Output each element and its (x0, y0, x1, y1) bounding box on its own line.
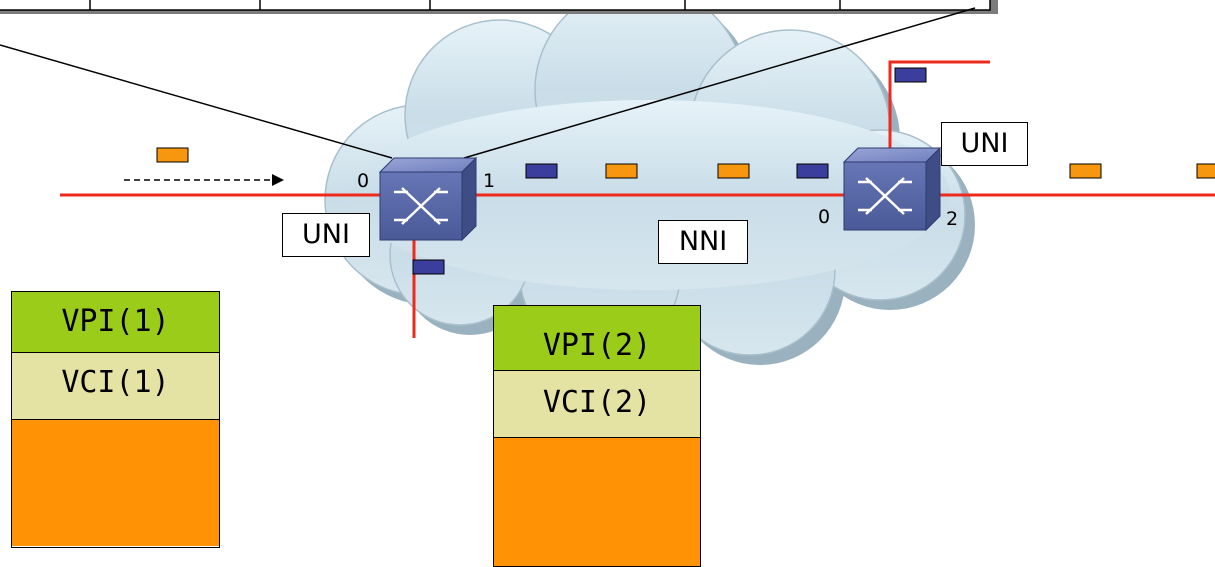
port-label-sw1-in: 0 (357, 170, 370, 192)
cells (156, 67, 1215, 275)
atm-switch-icon (842, 146, 942, 232)
payload-field (12, 420, 219, 546)
cell-blue (525, 163, 558, 179)
atm-switch-icon (378, 156, 478, 242)
cell-blue (412, 259, 445, 275)
link-lines (60, 60, 1215, 338)
cell-orange (1196, 163, 1215, 179)
vpi-field: VPI(1) (12, 292, 219, 353)
port-label-sw2-out: 2 (946, 208, 959, 230)
cell-blue (796, 163, 829, 179)
cell-header-2: VPI(2) VCI(2) (493, 305, 701, 567)
uni-label-right: UNI (941, 122, 1028, 166)
payload-field (494, 438, 700, 566)
cell-orange (717, 163, 750, 179)
zoom-line-left (0, 44, 393, 159)
port-label-sw2-in: 0 (818, 206, 831, 228)
vci-field: VCI(2) (494, 371, 700, 438)
vci-field: VCI(1) (12, 353, 219, 420)
port-label-sw1-out: 1 (483, 170, 496, 192)
uni-label-left: UNI (282, 213, 370, 257)
cell-orange (1069, 163, 1102, 179)
cell-blue (894, 67, 927, 83)
zoom-line-right (463, 7, 976, 159)
vpi-field: VPI(2) (494, 306, 700, 371)
cell-orange (156, 147, 189, 163)
arrow-right-icon (124, 174, 284, 186)
switching-table-strip (0, 0, 998, 14)
nni-label: NNI (658, 220, 748, 264)
cell-header-1: VPI(1) VCI(1) (11, 291, 220, 548)
cell-orange (605, 163, 638, 179)
